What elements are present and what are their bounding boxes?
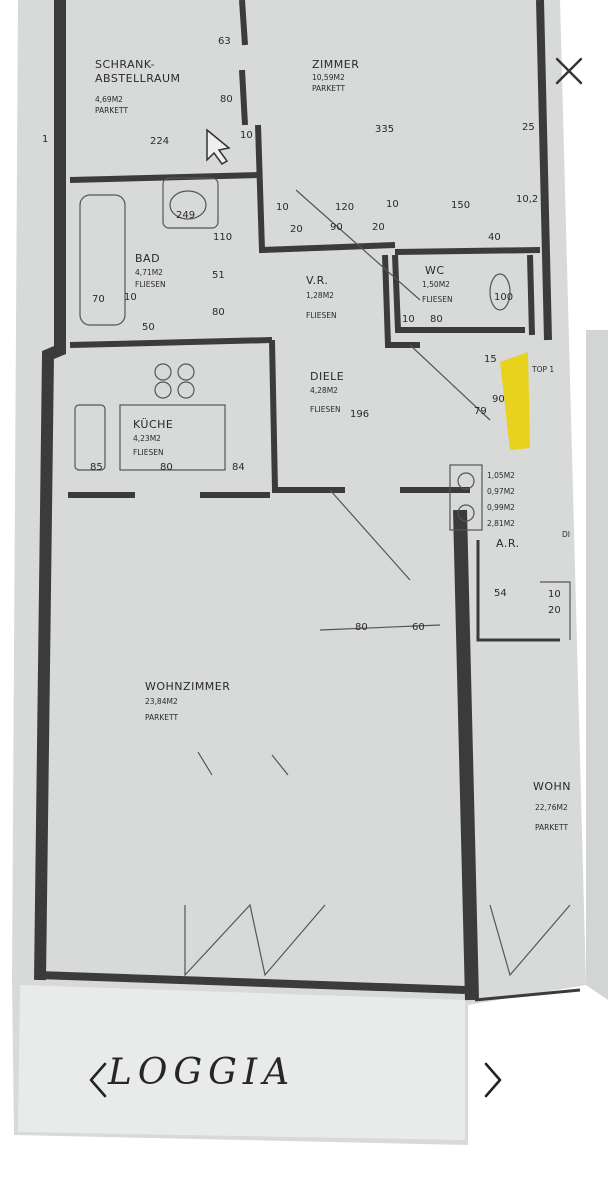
room-kueche-name: KÜCHE — [133, 418, 173, 431]
dim-label: 100 — [494, 292, 513, 303]
room-wohnzimmer-floor: PARKETT — [145, 713, 178, 722]
room-schrank-name-2: ABSTELLRAUM — [95, 72, 181, 85]
room-di-label: DI — [562, 530, 570, 539]
dim-label: 80 — [220, 94, 233, 105]
dim-label: 51 — [212, 270, 225, 281]
outer-walls — [34, 0, 581, 1002]
room-wohnzimmer-area: 23,84M2 — [145, 697, 178, 706]
room-ar-name: A.R. — [496, 537, 520, 550]
plan-paper-edge — [586, 330, 608, 1000]
dimension-labels: 63 80 224 10 335 25 1 249 110 10 120 10 … — [42, 36, 561, 633]
room-schrank-name-1: SCHRANK- — [95, 58, 155, 71]
handwritten-loggia-label: LOGGIA — [108, 1052, 296, 1093]
previous-image-button[interactable] — [83, 1058, 113, 1102]
dim-label: 80 — [212, 307, 225, 318]
dim-label: 10 — [402, 314, 415, 325]
dim-label: 110 — [213, 232, 232, 243]
dim-label: 90 — [330, 222, 343, 233]
dim-label: 224 — [150, 136, 169, 147]
room-kueche-area: 4,23M2 — [133, 434, 161, 443]
room-schrank-floor: PARKETT — [95, 106, 128, 115]
room-wc-name: WC — [425, 264, 445, 277]
dim-label: 80 — [355, 622, 368, 633]
room-vr-name: V.R. — [306, 274, 328, 287]
room-ar-area-2: 0,97M2 — [487, 487, 515, 496]
room-bad-area: 4,71M2 — [135, 268, 163, 277]
room-wc-area: 1,50M2 — [422, 280, 450, 289]
dim-label: 249 — [176, 210, 195, 221]
room-schrank-area: 4,69M2 — [95, 95, 123, 104]
room-zimmer-floor: PARKETT — [312, 84, 345, 93]
dim-label: 85 — [90, 462, 103, 473]
room-diele-floor: FLIESEN — [310, 405, 341, 414]
room-top-label: TOP 1 — [531, 365, 554, 374]
dim-label: 1 — [42, 134, 48, 145]
dim-label: 84 — [232, 462, 245, 473]
room-vr-floor: FLIESEN — [306, 311, 337, 320]
chevron-left-icon — [89, 1062, 107, 1098]
room-ar-area-3: 0,99M2 — [487, 503, 515, 512]
room-bad-floor: FLIESEN — [135, 280, 166, 289]
room-wohn2-area: 22,76M2 — [535, 803, 568, 812]
dim-label: 79 — [474, 406, 487, 417]
dim-label: 335 — [375, 124, 394, 135]
dim-label: 10 — [124, 292, 137, 303]
chevron-right-icon — [484, 1062, 502, 1098]
dim-label: 80 — [430, 314, 443, 325]
dim-label: 80 — [160, 462, 173, 473]
dim-label: 10,2 — [516, 194, 538, 205]
room-ar-area-4: 2,81M2 — [487, 519, 515, 528]
next-image-button[interactable] — [478, 1058, 508, 1102]
room-wohnzimmer-name: WOHNZIMMER — [145, 680, 230, 693]
room-kueche-floor: FLIESEN — [133, 448, 164, 457]
dim-label: 10 — [386, 199, 399, 210]
dim-label: 150 — [451, 200, 470, 211]
dim-label: 20 — [290, 224, 303, 235]
plan-paper — [12, 0, 586, 1145]
dim-label: 60 — [412, 622, 425, 633]
dim-label: 20 — [372, 222, 385, 233]
room-diele-name: DIELE — [310, 370, 344, 383]
close-button[interactable] — [552, 54, 586, 88]
dim-label: 63 — [218, 36, 231, 47]
dim-label: 196 — [350, 409, 369, 420]
dim-label: 10 — [548, 589, 561, 600]
cursor-icon — [206, 128, 231, 165]
dim-label: 10 — [240, 130, 253, 141]
room-ar-area-1: 1,05M2 — [487, 471, 515, 480]
dim-label: 10 — [276, 202, 289, 213]
room-wc-floor: FLIESEN — [422, 295, 453, 304]
room-vr-area: 1,28M2 — [306, 291, 334, 300]
room-wohn2-floor: PARKETT — [535, 823, 568, 832]
dim-label: 50 — [142, 322, 155, 333]
highlight-mark — [500, 352, 530, 450]
dim-label: 54 — [494, 588, 507, 599]
dim-label: 15 — [484, 354, 497, 365]
dim-label: 70 — [92, 294, 105, 305]
close-icon — [555, 57, 583, 85]
loggia-area — [18, 985, 465, 1140]
room-wohn2-name: WOHN — [533, 780, 571, 793]
dim-label: 20 — [548, 605, 561, 616]
room-zimmer-name: ZIMMER — [312, 58, 359, 71]
room-diele-area: 4,28M2 — [310, 386, 338, 395]
room-zimmer-area: 10,59M2 — [312, 73, 345, 82]
room-bad-name: BAD — [135, 252, 160, 265]
dim-label: 90 — [492, 394, 505, 405]
interior-walls — [68, 0, 541, 498]
dim-label: 25 — [522, 122, 535, 133]
dim-label: 40 — [488, 232, 501, 243]
fixtures — [74, 177, 571, 977]
dim-label: 120 — [335, 202, 354, 213]
